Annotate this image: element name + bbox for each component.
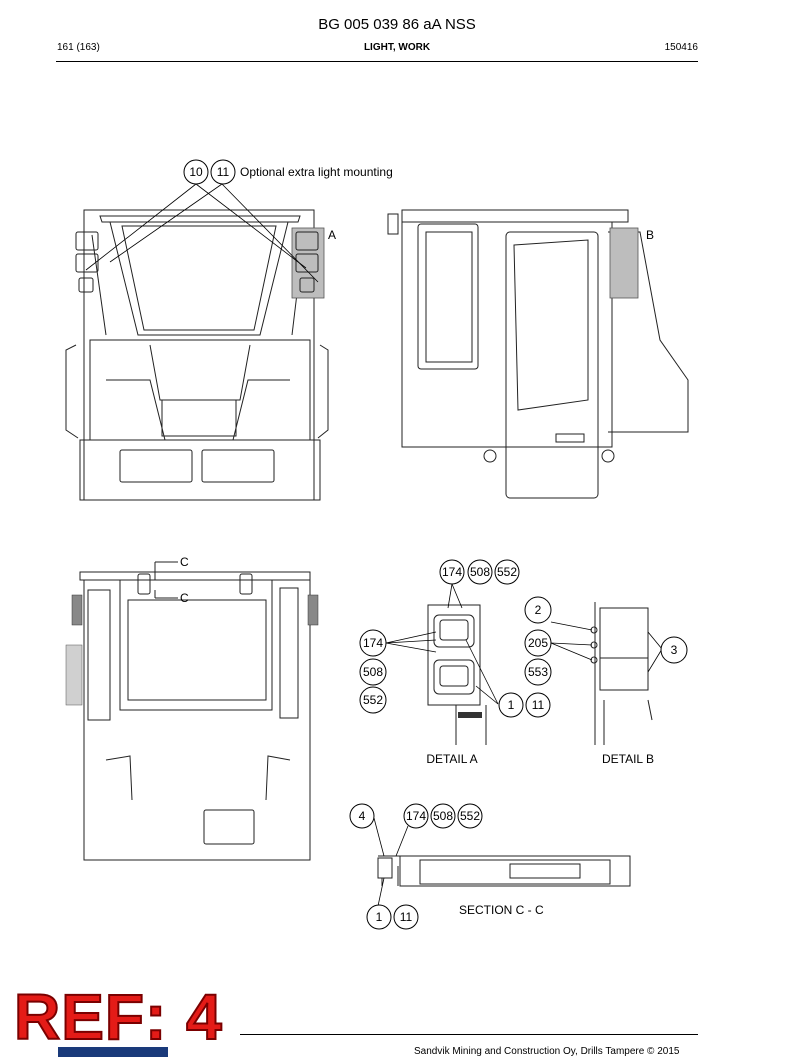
detail-b-drawing <box>590 602 653 745</box>
callout-552-section: 552 <box>457 803 483 829</box>
callout-552-left: 552 <box>359 686 387 714</box>
optional-light-note: Optional extra light mounting <box>240 165 393 179</box>
callout-2: 2 <box>524 596 552 624</box>
svg-text:10: 10 <box>189 165 203 179</box>
callout-174-left: 174 <box>359 629 387 657</box>
document-date: 150416 <box>664 42 698 53</box>
front-view <box>65 209 329 501</box>
section-label-c-top: C <box>180 555 189 569</box>
footer-copyright: Sandvik Mining and Construction Oy, Dril… <box>414 1046 680 1057</box>
svg-text:11: 11 <box>217 165 230 179</box>
rear-view <box>65 561 319 861</box>
section-label-c-bottom: C <box>180 591 189 605</box>
callout-508-top: 508 <box>467 559 493 585</box>
brand-logo-strip <box>58 1047 168 1057</box>
detail-a-label: DETAIL A <box>426 752 477 766</box>
callout-10: 10 <box>183 159 209 185</box>
svg-text:553: 553 <box>528 665 548 679</box>
callout-205: 205 <box>524 629 552 657</box>
callout-174-top: 174 <box>439 559 465 585</box>
section-title: LIGHT, WORK <box>363 42 431 53</box>
callout-174-section: 174 <box>403 803 429 829</box>
header-rule <box>56 61 698 62</box>
svg-text:508: 508 <box>363 665 383 679</box>
svg-text:174: 174 <box>442 565 462 579</box>
svg-text:11: 11 <box>532 698 545 712</box>
callout-508-left: 508 <box>359 658 387 686</box>
detail-a-drawing <box>427 604 487 745</box>
svg-text:4: 4 <box>359 809 366 823</box>
svg-text:552: 552 <box>497 565 517 579</box>
svg-text:205: 205 <box>528 636 548 650</box>
section-cc-label: SECTION C - C <box>459 903 544 917</box>
callout-553: 553 <box>524 658 552 686</box>
callout-1-section: 1 <box>366 904 392 930</box>
callout-11-section: 11 <box>393 904 419 930</box>
leader-lines <box>85 183 663 907</box>
callout-11: 11 <box>210 159 236 185</box>
svg-text:174: 174 <box>363 636 383 650</box>
svg-text:11: 11 <box>400 910 413 924</box>
page-number: 161 (163) <box>57 42 100 53</box>
svg-text:552: 552 <box>363 693 383 707</box>
svg-text:508: 508 <box>470 565 490 579</box>
callout-3: 3 <box>660 636 688 664</box>
svg-text:1: 1 <box>376 910 383 924</box>
callout-552-top: 552 <box>494 559 520 585</box>
svg-text:508: 508 <box>433 809 453 823</box>
svg-text:174: 174 <box>406 809 426 823</box>
section-cc-drawing <box>377 855 631 887</box>
callout-4: 4 <box>349 803 375 829</box>
view-label-b: B <box>646 228 654 242</box>
document-title: BG 005 039 86 aA NSS <box>318 16 476 33</box>
svg-text:2: 2 <box>535 603 542 617</box>
svg-text:552: 552 <box>460 809 480 823</box>
svg-text:1: 1 <box>508 698 515 712</box>
ref-stamp: REF: 4 <box>13 981 223 1053</box>
callout-508-section: 508 <box>430 803 456 829</box>
footer-rule <box>240 1034 698 1035</box>
detail-b-label: DETAIL B <box>602 752 654 766</box>
callout-11-detail-a: 11 <box>525 692 551 718</box>
svg-text:3: 3 <box>671 643 678 657</box>
side-view <box>387 209 689 499</box>
view-label-a: A <box>328 228 336 242</box>
callout-1-detail-a: 1 <box>498 692 524 718</box>
